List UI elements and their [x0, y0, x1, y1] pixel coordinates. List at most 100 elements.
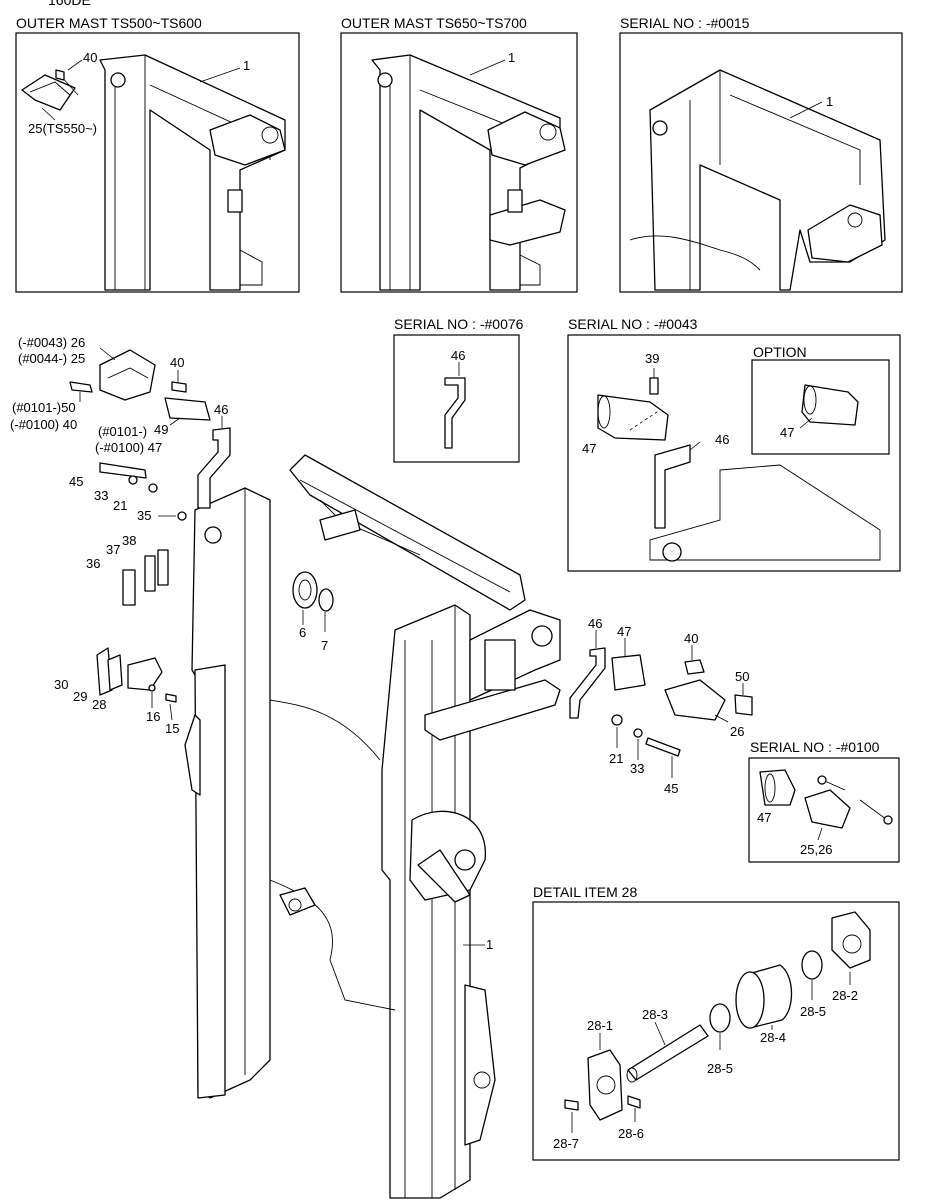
callout-46: 46 [214, 402, 228, 417]
panel-frame [393, 334, 520, 463]
bolt-40 [684, 659, 705, 675]
block-28-2 [831, 911, 871, 969]
left-hardware-group [69, 349, 334, 703]
callout-33: 33 [94, 488, 108, 503]
callout-47: 47 [757, 810, 771, 825]
washer-21 [611, 714, 623, 726]
plate-38 [157, 549, 169, 586]
washer-16 [148, 684, 156, 692]
callout-1: 1 [826, 94, 833, 109]
callout-46: 46 [451, 348, 465, 363]
bracket-26 [664, 679, 726, 721]
callout-28-5: 28-5 [800, 1004, 826, 1019]
screw-28-7 [564, 1099, 579, 1111]
callout-1: 1 [508, 50, 515, 65]
callout-46: 46 [588, 616, 602, 631]
panel-frame [567, 334, 901, 572]
panel-title: OUTER MAST TS650~TS700 [341, 15, 527, 31]
callout-35: 35 [137, 508, 151, 523]
option-title: OPTION [753, 344, 807, 360]
panel-serial-0015: SERIAL NO : -#0015 1 [619, 15, 903, 293]
callout-45: 45 [664, 781, 678, 796]
screw-28-6 [627, 1095, 641, 1109]
callout-29: 29 [73, 689, 87, 704]
bolt-45 [99, 462, 147, 479]
panel-title: SERIAL NO : -#0015 [620, 15, 750, 31]
callout-28-6: 28-6 [618, 1126, 644, 1141]
callout-1: 1 [486, 937, 493, 952]
callout-38: 38 [122, 533, 136, 548]
callout-25: (#0044-) 25 [18, 351, 85, 366]
bracket-25-26 [99, 349, 156, 401]
pin-28-3 [627, 1024, 709, 1081]
callout-45: 45 [69, 474, 83, 489]
block-28-1 [587, 1049, 623, 1121]
panel-outer-mast-ts650: OUTER MAST TS650~TS700 1 [340, 15, 578, 293]
callout-21: 21 [609, 751, 623, 766]
right-hardware-group [569, 647, 753, 757]
bolt-50 [734, 694, 753, 716]
callout-40: 40 [83, 50, 97, 65]
panel-frame [532, 901, 900, 1161]
right-callouts: 46 47 40 50 26 21 33 45 [588, 616, 749, 796]
callout-28-2: 28-2 [832, 988, 858, 1003]
mast-drawing [21, 54, 286, 291]
option-subpanel: OPTION 47 [751, 344, 890, 455]
bracket-46 [444, 377, 466, 449]
callout-40: 40 [170, 355, 184, 370]
callout-40b: (-#0100) 40 [10, 417, 77, 432]
bracket-46 [197, 427, 231, 509]
panel-title: DETAIL ITEM 28 [533, 884, 637, 900]
callout-36: 36 [86, 556, 100, 571]
left-callouts: (-#0043) 26 (#0044-) 25 40 (#0101-)50 (-… [10, 335, 493, 952]
callout-50: (#0101-)50 [12, 400, 76, 415]
panel-title: SERIAL NO : -#0043 [568, 316, 698, 332]
bracket-46 [654, 444, 691, 529]
washer-33 [633, 728, 643, 738]
bolt-40 [171, 381, 187, 393]
ring-7 [318, 588, 334, 612]
washer-33 [128, 475, 138, 485]
callout-26: 26 [730, 724, 744, 739]
callout-6: 6 [299, 625, 306, 640]
callout-16: 16 [146, 709, 160, 724]
switch-28 [127, 657, 163, 691]
panel-title: SERIAL NO : -#0076 [394, 316, 524, 332]
mast-drawing [629, 69, 886, 291]
option-frame [751, 359, 890, 455]
callout-40: 40 [684, 631, 698, 646]
bolt-50 [69, 381, 93, 393]
callout-47a: (#0101-) [98, 424, 147, 439]
panel-title: SERIAL NO : -#0100 [750, 739, 880, 755]
panel-title: OUTER MAST TS500~TS600 [16, 15, 202, 31]
screw-15 [165, 693, 177, 703]
bracket-46 [569, 647, 606, 719]
panel-serial-0100: SERIAL NO : -#0100 47 25,26 [748, 739, 900, 863]
panel-frame [619, 32, 903, 293]
main-outer-mast [184, 454, 561, 1199]
callout-47: 47 [582, 441, 596, 456]
callout-47b: (-#0100) 47 [95, 440, 162, 455]
callout-47: 47 [617, 624, 631, 639]
callout-28-4: 28-4 [760, 1030, 786, 1045]
callout-33: 33 [630, 761, 644, 776]
callout-26: (-#0043) 26 [18, 335, 85, 350]
panel-frame [340, 32, 578, 293]
callout-1: 1 [243, 58, 250, 73]
callout-50: 50 [735, 669, 749, 684]
callout-25-26: 25,26 [800, 842, 833, 857]
bush-28-5 [801, 950, 823, 980]
bracket-47-49 [164, 397, 211, 421]
callout-28: 28 [92, 697, 106, 712]
callout-21: 21 [113, 498, 127, 513]
plate-29 [107, 654, 123, 691]
callout-7: 7 [321, 638, 328, 653]
bracket-47 [611, 654, 646, 691]
nut-35 [177, 511, 187, 521]
callout-30: 30 [54, 677, 68, 692]
panel-frame [15, 32, 300, 293]
panel-serial-0043: SERIAL NO : -#0043 39 47 46 OPTION 47 [567, 316, 901, 572]
bearing-6 [292, 571, 318, 609]
callout-39: 39 [645, 351, 659, 366]
